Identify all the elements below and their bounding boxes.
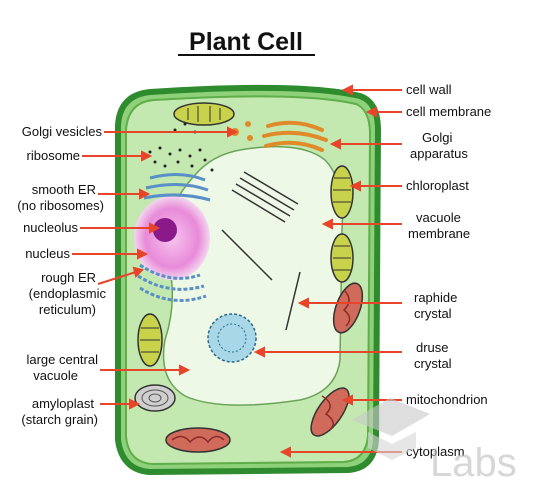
label-smooth-er: smooth ER bbox=[32, 182, 96, 197]
amyloplast bbox=[134, 384, 176, 412]
pointers-left bbox=[72, 126, 239, 410]
label-apparatus: apparatus bbox=[410, 146, 468, 161]
watermark-logo: Labs bbox=[352, 398, 517, 485]
label-rough-er-note-2: reticulum) bbox=[39, 302, 96, 317]
label-cytoplasm: cytoplasm bbox=[406, 444, 465, 459]
mitochondrion-3 bbox=[165, 427, 231, 453]
label-amyloplast: amyloplast bbox=[32, 396, 95, 411]
golgi-apparatus bbox=[262, 120, 328, 152]
label-rough-er: rough ER bbox=[41, 270, 96, 285]
page-title: Plant Cell bbox=[189, 28, 303, 56]
smooth-er bbox=[143, 173, 211, 202]
label-starch-grain: (starch grain) bbox=[21, 412, 98, 427]
chloroplast-right-1 bbox=[330, 165, 354, 219]
label-nucleus: nucleus bbox=[25, 246, 70, 261]
label-mitochondrion: mitochondrion bbox=[406, 392, 488, 407]
label-nucleolus: nucleolus bbox=[23, 220, 78, 235]
raphide-crystal-bundle bbox=[231, 171, 299, 223]
labels-left: Golgi vesicles ribosome smooth ER (no ri… bbox=[17, 124, 106, 427]
label-raphide: raphide bbox=[414, 290, 457, 305]
label-ribosome: ribosome bbox=[27, 148, 80, 163]
chloroplast-top bbox=[173, 102, 235, 126]
watermark-text: Labs bbox=[430, 441, 517, 485]
label-membrane: membrane bbox=[408, 226, 470, 241]
labels-right: cell wall cell membrane Golgi apparatus … bbox=[406, 82, 491, 459]
druse-crystal bbox=[207, 313, 257, 363]
label-golgi-vesicles: Golgi vesicles bbox=[22, 124, 103, 139]
pointers-right bbox=[253, 84, 402, 458]
label-vacuole: vacuole bbox=[33, 368, 78, 383]
rough-er bbox=[137, 263, 207, 302]
nucleolus bbox=[153, 218, 177, 242]
raphide-crystal-2 bbox=[285, 271, 301, 331]
chloroplast-left bbox=[137, 313, 163, 367]
label-cell-wall: cell wall bbox=[406, 82, 452, 97]
label-large-central: large central bbox=[26, 352, 98, 367]
label-cell-membrane: cell membrane bbox=[406, 104, 491, 119]
label-smooth-er-note: (no ribosomes) bbox=[17, 198, 104, 213]
label-chloroplast: chloroplast bbox=[406, 178, 469, 193]
chloroplast-right-2 bbox=[330, 233, 354, 283]
label-rough-er-note-1: (endoplasmic bbox=[29, 286, 107, 301]
label-druse: druse bbox=[416, 340, 449, 355]
label-vacuole-right: vacuole bbox=[416, 210, 461, 225]
raphide-crystal-1 bbox=[221, 229, 273, 281]
label-druse-crystal: crystal bbox=[414, 356, 452, 371]
label-raphide-crystal: crystal bbox=[414, 306, 452, 321]
label-golgi: Golgi bbox=[422, 130, 452, 145]
mitochondrion-2 bbox=[310, 387, 350, 437]
